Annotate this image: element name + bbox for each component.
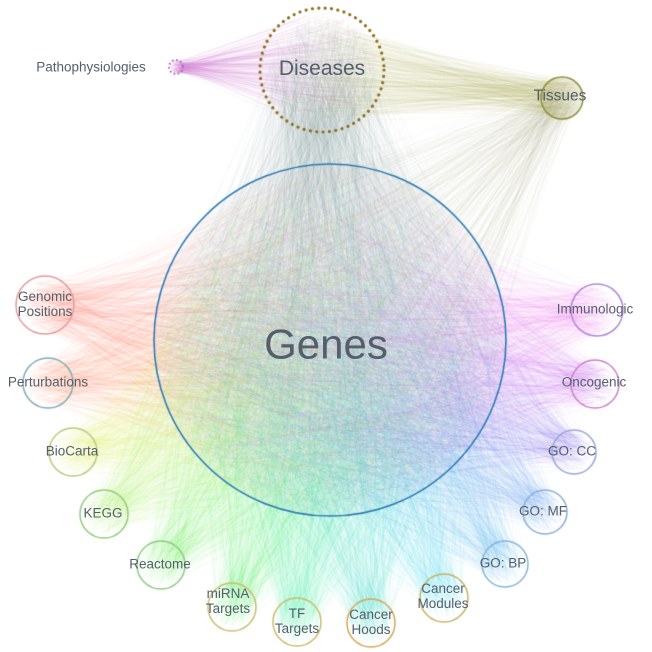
- node-go-mf[interactable]: [523, 490, 567, 534]
- node-pathophysiologies[interactable]: [169, 60, 183, 74]
- node-cancer-modules[interactable]: [420, 574, 468, 622]
- node-cancer-hoods[interactable]: [347, 599, 395, 647]
- node-biocarta[interactable]: [49, 428, 97, 476]
- node-immunologic[interactable]: [571, 284, 623, 336]
- node-genomic-positions[interactable]: [16, 276, 74, 334]
- node-oncogenic[interactable]: [571, 360, 619, 408]
- node-genes[interactable]: [154, 164, 506, 516]
- node-mirna-targets[interactable]: [208, 583, 256, 631]
- node-diseases[interactable]: [260, 8, 384, 132]
- node-tissues[interactable]: [541, 77, 583, 119]
- node-kegg[interactable]: [80, 490, 128, 538]
- node-go-bp[interactable]: [482, 541, 528, 587]
- node-reactome[interactable]: [137, 541, 185, 589]
- node-label-pathophysiologies: Pathophysiologies: [36, 59, 146, 75]
- node-perturbations[interactable]: [23, 358, 73, 408]
- node-tf-targets[interactable]: [273, 598, 321, 646]
- node-go-cc[interactable]: [552, 430, 596, 474]
